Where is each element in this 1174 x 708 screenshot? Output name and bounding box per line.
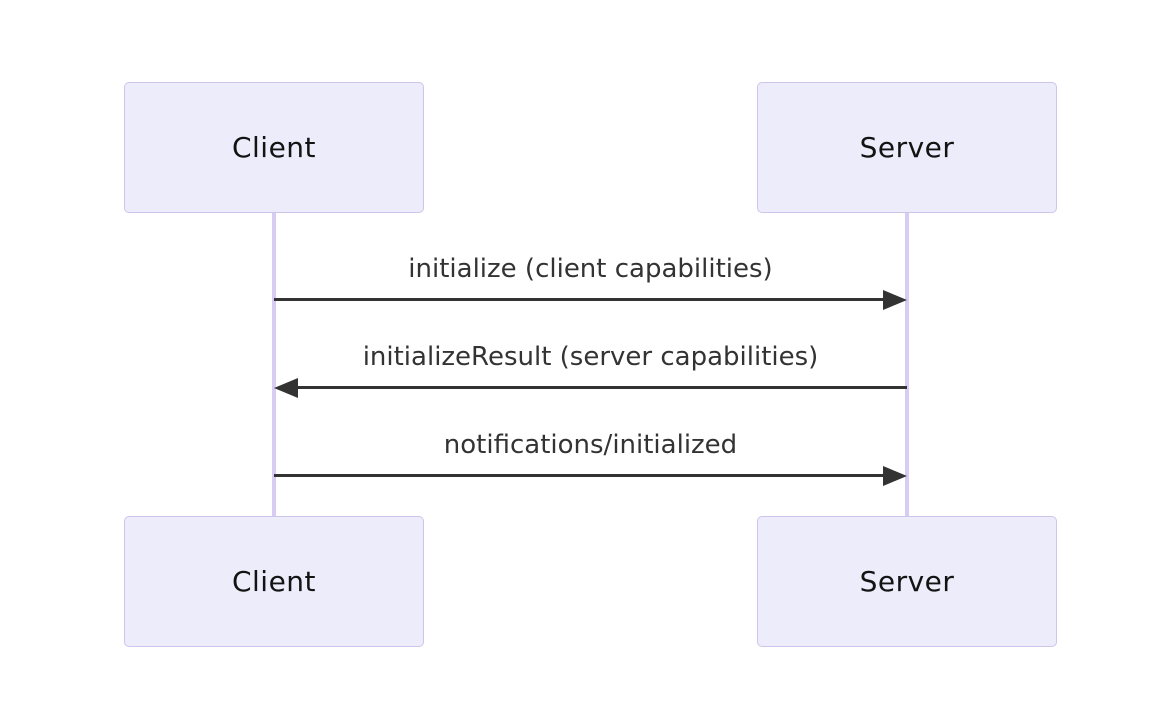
actor-box-server-top: Server	[757, 82, 1057, 213]
arrowhead-left-icon	[274, 377, 298, 398]
message-arrow-line	[274, 474, 895, 477]
actor-label-client: Client	[231, 565, 317, 598]
message-notifications-initialized: notifications/initialized	[274, 430, 907, 488]
actor-box-client-bottom: Client	[124, 516, 424, 647]
message-arrow-line	[274, 298, 895, 301]
actor-box-server-bottom: Server	[757, 516, 1057, 647]
message-label: notifications/initialized	[443, 430, 738, 460]
actor-label-server: Server	[859, 565, 955, 598]
arrowhead-right-icon	[883, 289, 907, 310]
actor-label-client: Client	[231, 131, 317, 164]
actor-box-client-top: Client	[124, 82, 424, 213]
message-initialize: initialize (client capabilities)	[274, 254, 907, 312]
actor-label-server: Server	[859, 131, 955, 164]
message-initialize-result: initializeResult (server capabilities)	[274, 342, 907, 400]
arrowhead-right-icon	[883, 465, 907, 486]
message-arrow-line	[286, 386, 907, 389]
lifeline-server	[905, 213, 909, 516]
message-label: initializeResult (server capabilities)	[362, 342, 819, 372]
message-label: initialize (client capabilities)	[408, 254, 773, 284]
lifeline-client	[272, 213, 276, 516]
